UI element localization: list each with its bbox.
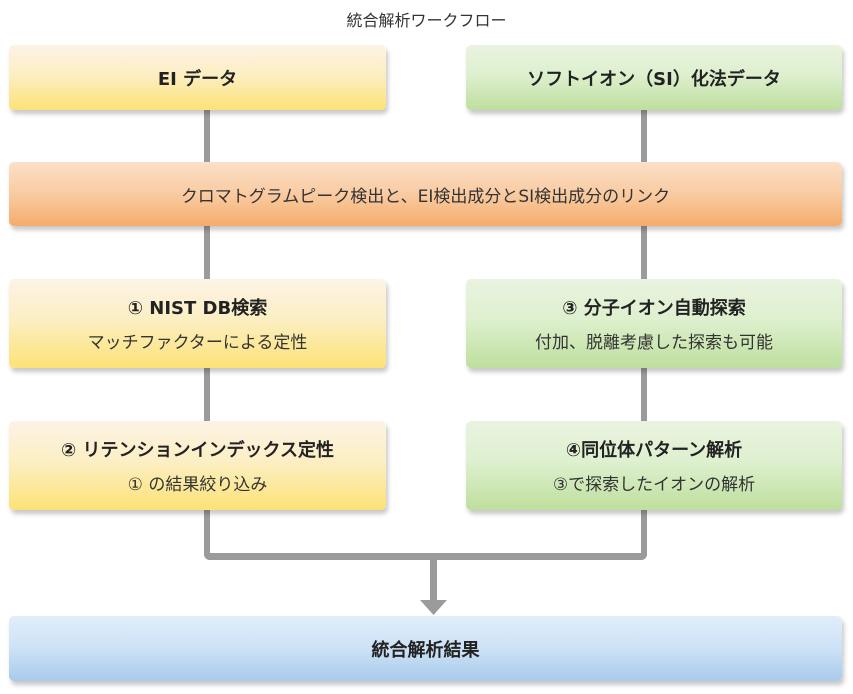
node-step4-title: ④同位体パターン解析 — [565, 440, 743, 461]
node-ei-data: EI データ — [9, 45, 386, 110]
node-step4-isotope: ④同位体パターン解析 ③で探索したイオンの解析 — [466, 421, 842, 510]
node-step4-subtitle: ③で探索したイオンの解析 — [552, 475, 756, 495]
connector-si-to-link — [641, 110, 647, 162]
node-result-label: 統合解析結果 — [371, 639, 480, 661]
node-step1-nist: ① NIST DB検索 マッチファクターによる定性 — [9, 279, 386, 368]
node-step2-title: ② リテンションインデックス定性 — [61, 440, 334, 461]
node-si-data-label: ソフトイオン（SI）化法データ — [527, 68, 781, 90]
node-peak-link-label: クロマトグラムピーク検出と、EI検出成分とSI検出成分のリンク — [180, 186, 671, 207]
connector-merge-stem — [430, 558, 437, 602]
connector-step3-to-step4 — [641, 368, 647, 422]
node-step1-title: ① NIST DB検索 — [127, 298, 268, 319]
arrow-down-icon — [420, 600, 447, 615]
node-result: 統合解析結果 — [9, 616, 842, 681]
node-step1-subtitle: マッチファクターによる定性 — [87, 333, 308, 353]
connector-merge-bar — [204, 553, 647, 560]
connector-link-to-step1 — [204, 226, 210, 280]
connector-ei-to-link — [204, 110, 210, 162]
node-step3-subtitle: 付加、脱離考慮した探索も可能 — [535, 333, 773, 353]
node-step3-molecular-ion: ③ 分子イオン自動探索 付加、脱離考慮した探索も可能 — [466, 279, 842, 368]
node-ei-data-label: EI データ — [157, 68, 238, 90]
node-peak-link: クロマトグラムピーク検出と、EI検出成分とSI検出成分のリンク — [9, 162, 842, 226]
node-step2-retention-index: ② リテンションインデックス定性 ① の結果絞り込み — [9, 421, 386, 510]
node-si-data: ソフトイオン（SI）化法データ — [466, 45, 842, 110]
connector-step1-to-step2 — [204, 368, 210, 422]
node-step3-title: ③ 分子イオン自動探索 — [562, 298, 746, 319]
connector-step4-down — [641, 510, 647, 560]
connector-link-to-step3 — [641, 226, 647, 280]
connector-step2-down — [204, 510, 210, 560]
node-step2-subtitle: ① の結果絞り込み — [127, 475, 268, 495]
diagram-title: 統合解析ワークフロー — [346, 11, 507, 30]
